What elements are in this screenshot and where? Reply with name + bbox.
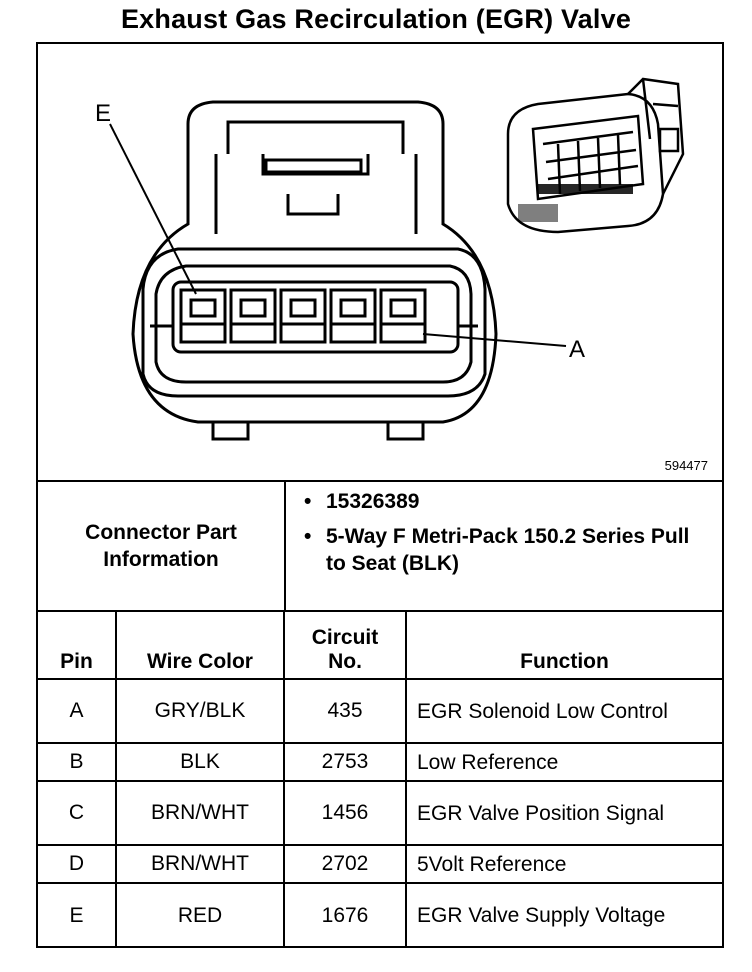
connector-info-heading-line1: Connector Part — [85, 521, 237, 544]
header-wire-color: Wire Color — [115, 612, 285, 680]
cell-function: 5Volt Reference — [405, 844, 722, 884]
header-function: Function — [405, 612, 722, 680]
table-row: A GRY/BLK 435 EGR Solenoid Low Control — [38, 678, 722, 744]
table-row: C BRN/WHT 1456 EGR Valve Position Signal — [38, 780, 722, 846]
cell-circuit: 2702 — [283, 844, 407, 884]
connector-3d-thumbnail — [506, 77, 685, 234]
cavity-body — [171, 280, 460, 354]
housing-outer — [131, 100, 498, 424]
cavity-e — [179, 288, 227, 344]
cell-function: EGR Valve Position Signal — [405, 780, 722, 846]
header-circuit: Circuit No. — [283, 612, 407, 680]
connector-info-heading-line2: Information — [103, 548, 219, 571]
cavity-b — [329, 288, 377, 344]
cell-circuit: 435 — [283, 678, 407, 744]
pin-table: Pin Wire Color Circuit No. Function A GR… — [38, 612, 722, 947]
cell-function: Low Reference — [405, 742, 722, 782]
cell-pin: B — [38, 742, 117, 782]
cell-pin: E — [38, 882, 117, 947]
cell-circuit: 1676 — [283, 882, 407, 947]
leader-line-a — [422, 333, 567, 347]
table-row: E RED 1676 EGR Valve Supply Voltage — [38, 882, 722, 947]
connector-description: 5-Way F Metri-Pack 150.2 Series Pull to … — [326, 525, 690, 575]
connector-sheet: E A 594477 Connector Part Information • … — [36, 42, 724, 948]
label-pin-a: A — [569, 336, 586, 363]
header-circuit-line2: No. — [328, 650, 362, 673]
seal-ring-outer — [141, 247, 487, 398]
cell-function: EGR Solenoid Low Control — [405, 678, 722, 744]
page-title: Exhaust Gas Recirculation (EGR) Valve — [120, 4, 632, 34]
cell-function: EGR Valve Supply Voltage — [405, 882, 722, 947]
cell-wire-color: GRY/BLK — [115, 678, 285, 744]
figure-number: 594477 — [664, 458, 708, 473]
seal-ring-inner — [154, 264, 473, 384]
bullet-icon: • — [304, 525, 312, 548]
cell-pin: A — [38, 678, 117, 744]
leader-line-e — [109, 123, 197, 295]
connector-diagram: E A 594477 — [38, 44, 722, 482]
cell-circuit: 2753 — [283, 742, 407, 782]
part-number: 15326389 — [326, 490, 420, 513]
cavity-c — [279, 288, 327, 344]
cell-wire-color: RED — [115, 882, 285, 947]
header-pin: Pin — [38, 612, 117, 680]
cavity-d — [229, 288, 277, 344]
cavity-a — [379, 288, 427, 344]
cell-wire-color: BRN/WHT — [115, 844, 285, 884]
cell-wire-color: BLK — [115, 742, 285, 782]
cell-circuit: 1456 — [283, 780, 407, 846]
cell-pin: D — [38, 844, 117, 884]
label-pin-e: E — [95, 100, 112, 127]
latch — [226, 120, 405, 154]
list-item: • 15326389 — [300, 488, 700, 515]
connector-face-drawing — [109, 77, 685, 441]
cell-pin: C — [38, 780, 117, 846]
cell-wire-color: BRN/WHT — [115, 780, 285, 846]
connector-info-heading: Connector Part Information — [38, 482, 286, 610]
connector-info-list: • 15326389 • 5-Way F Metri-Pack 150.2 Se… — [300, 488, 700, 585]
list-item: • 5-Way F Metri-Pack 150.2 Series Pull t… — [300, 523, 700, 577]
bullet-icon: • — [304, 490, 312, 513]
table-row: B BLK 2753 Low Reference — [38, 742, 722, 782]
table-row: D BRN/WHT 2702 5Volt Reference — [38, 844, 722, 884]
connector-part-info: Connector Part Information • 15326389 • … — [38, 482, 722, 612]
terminal-cavities — [179, 288, 427, 344]
header-circuit-line1: Circuit — [311, 626, 379, 649]
